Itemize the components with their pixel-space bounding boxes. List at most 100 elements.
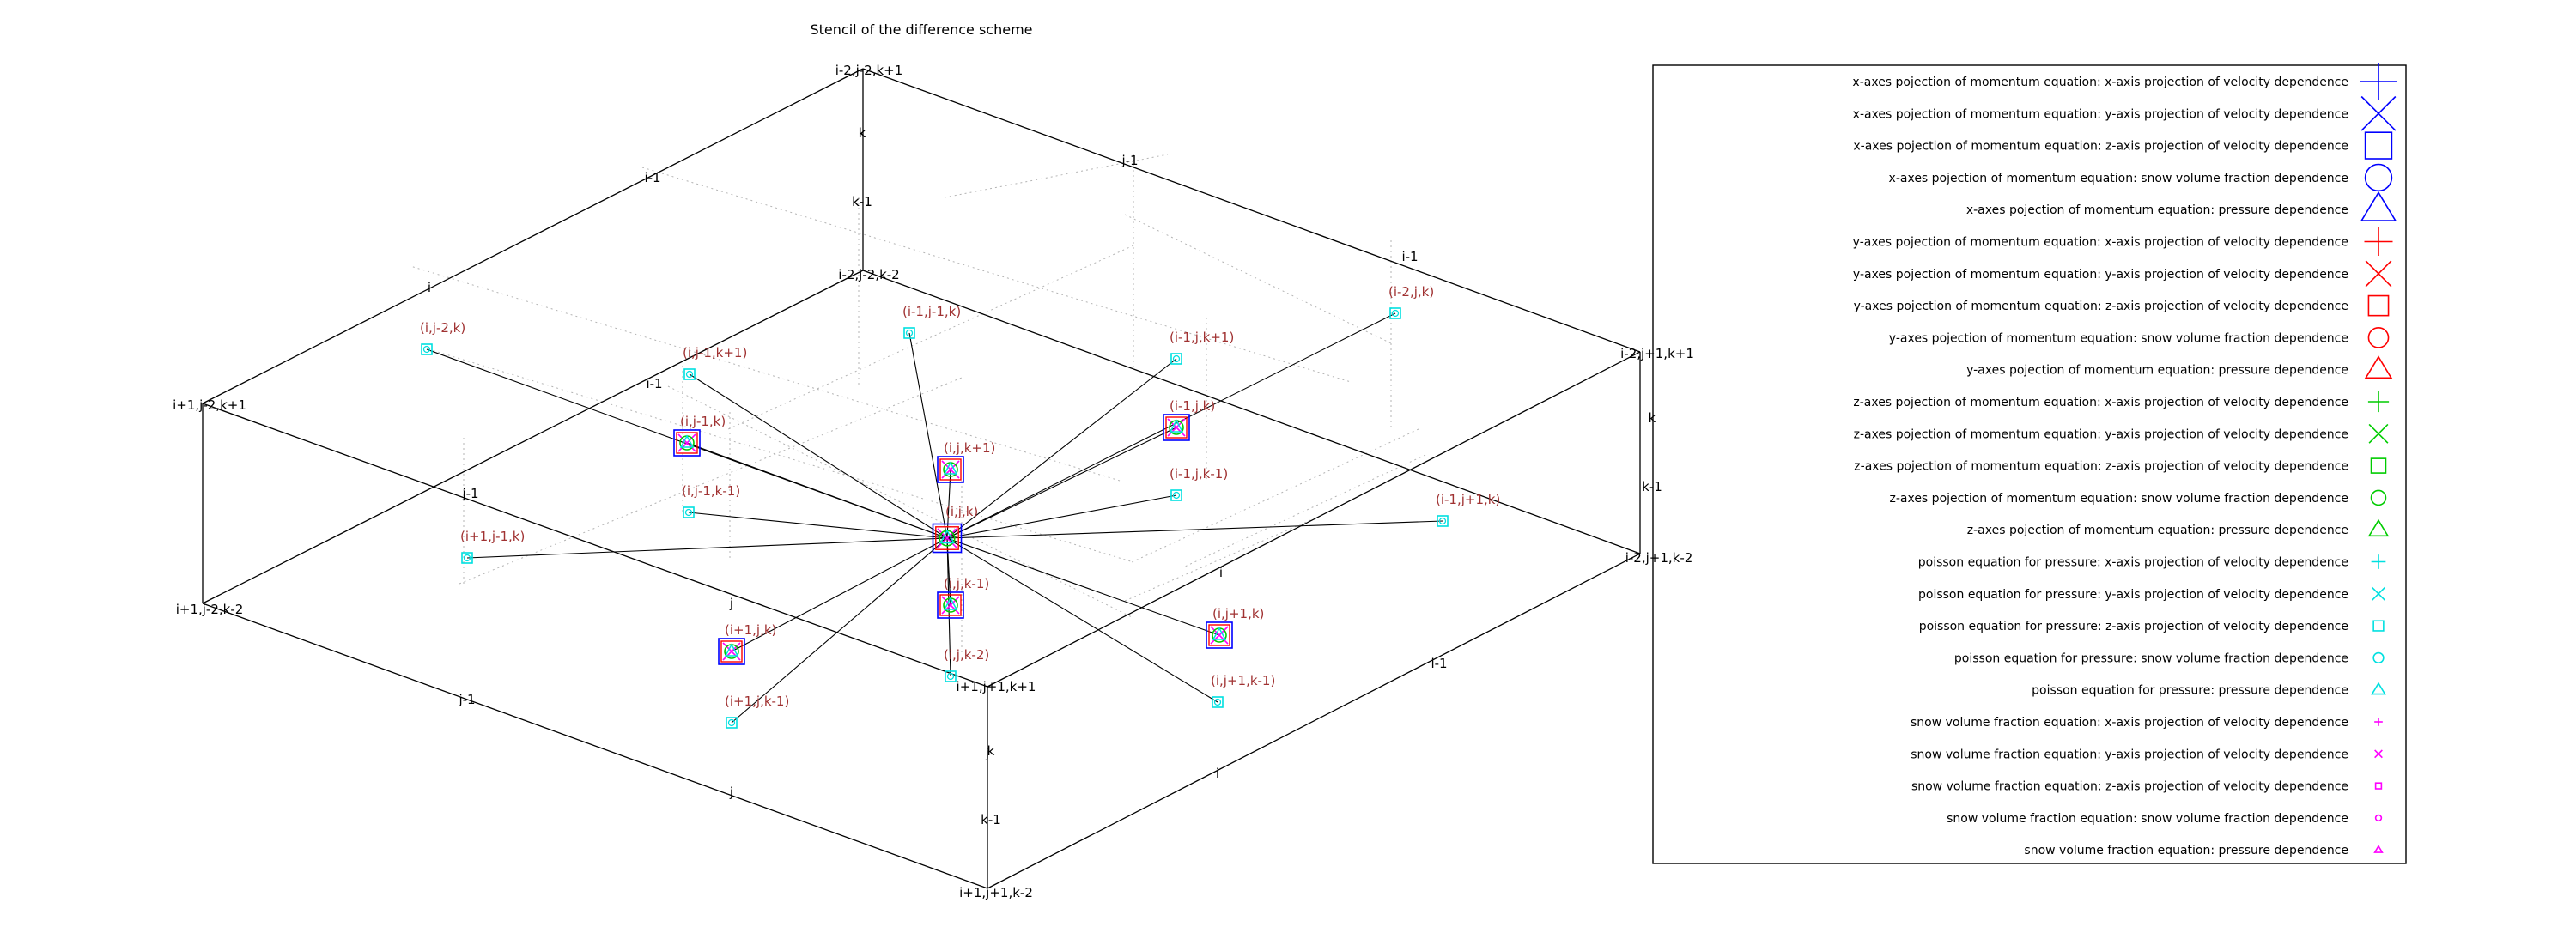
center-node: (i,j,k) — [932, 504, 978, 554]
stencil-link — [689, 373, 948, 539]
box-edge — [862, 68, 1641, 353]
legend-label: poisson equation for pressure: y-axis pr… — [1918, 588, 2348, 602]
stencil-nodes: (i,j-2,k)(i,j-1,k+1)(i,j-1,k)(i,j-1,k-1)… — [420, 284, 1500, 729]
corner-label-front_top: i+1,j+1,k+1 — [957, 679, 1036, 694]
legend-entry: poisson equation for pressure: z-axis pr… — [1919, 620, 2385, 633]
grid-line — [641, 167, 1352, 383]
grid-line — [1131, 428, 1419, 563]
stencil-link — [466, 537, 948, 559]
stencil-node-label: (i-1,j-1,k) — [902, 304, 961, 319]
grid-line — [422, 347, 1134, 563]
legend-symbol-cross — [2371, 586, 2386, 601]
stencil-node-label: (i,j+1,k-1) — [1211, 673, 1275, 688]
tick-label: i-1 — [646, 376, 662, 391]
stencil-node: (i,j-2,k) — [420, 320, 465, 355]
legend-entry: z-axes pojection of momentum equation: z… — [1854, 457, 2387, 474]
stencil-node-label: (i,j-2,k) — [420, 320, 465, 336]
stencil-node-label: (i,j,k-1) — [944, 576, 989, 591]
corner-label-bottom_left: i+1,j-2,k-2 — [176, 602, 244, 617]
stencil-node: (i,j-1,k) — [673, 414, 726, 457]
legend-label: x-axes pojection of momentum equation: p… — [1966, 203, 2348, 217]
legend-entry: y-axes pojection of momentum equation: z… — [1854, 294, 2390, 317]
grid-line — [727, 245, 1134, 430]
marker-circle — [727, 718, 736, 727]
legend-symbol-square — [2370, 457, 2387, 474]
marker-cross — [937, 528, 957, 548]
tick-label: k-1 — [1642, 479, 1662, 494]
marker-square — [939, 594, 962, 616]
marker-square — [1208, 624, 1230, 646]
center-node-label: (i,j,k) — [945, 504, 978, 519]
tick-label: j-1 — [1121, 153, 1138, 168]
legend-label: x-axes pojection of momentum equation: s… — [1889, 172, 2348, 185]
legend-label: snow volume fraction equation: snow volu… — [1947, 812, 2348, 826]
marker-square — [937, 456, 964, 483]
legend-label: snow volume fraction equation: z-axis pr… — [1911, 780, 2348, 794]
legend: x-axes pojection of momentum equation: x… — [1652, 63, 2407, 864]
marker-cross — [1210, 626, 1229, 645]
axis-ticks: i-1ij-1jkk-1j-1i-1kk-1iji-1j-1kk-1jikk-1… — [428, 125, 1662, 827]
marker-square — [1170, 489, 1182, 501]
tick-label: j-1 — [458, 692, 475, 707]
legend-entry: snow volume fraction equation: y-axis pr… — [1911, 748, 2383, 761]
grid-line — [944, 154, 1169, 198]
legend-entry: x-axes pojection of momentum equation: p… — [1966, 191, 2397, 221]
stencil-link — [946, 312, 1396, 539]
grid-line — [667, 385, 1134, 619]
legend-label: z-axes pojection of momentum equation: x… — [1853, 396, 2348, 409]
legend-label: y-axes pojection of momentum equation: y… — [1853, 268, 2348, 282]
legend-entry: x-axes pojection of momentum equation: x… — [1852, 63, 2397, 100]
stencil-node-label: (i,j-1,k) — [680, 414, 726, 429]
bounding-box: i-2,j-2,k+1i-2,j+1,k+1i+1,j-2,k+1i-2,j-2… — [173, 63, 1694, 900]
marker-square — [1163, 414, 1190, 441]
tick-label: k — [859, 125, 866, 141]
marker-triangle — [1169, 419, 1184, 433]
tick-label: i-1 — [1431, 656, 1447, 671]
legend-entry: x-axes pojection of momentum equation: y… — [1853, 95, 2397, 131]
marker-triangle — [943, 597, 958, 610]
marker-square — [720, 640, 743, 663]
stencil-node: (i,j-1,k+1) — [683, 345, 747, 380]
grid-line — [459, 377, 963, 585]
tick-label: j — [729, 785, 733, 800]
box-edge — [987, 351, 1641, 688]
grid-line — [1124, 514, 1323, 602]
legend-symbol-cross — [2374, 749, 2383, 759]
stencil-node: (i,j,k-2) — [944, 647, 989, 682]
corner-label-bottom_right: i-2,j+1,k-2 — [1625, 550, 1693, 566]
stencil-node-label: (i-1,j+1,k) — [1436, 492, 1500, 507]
marker-square — [1206, 621, 1233, 649]
tick-label: i — [1216, 766, 1219, 781]
stencil-node: (i,j,k+1) — [937, 440, 995, 483]
stencil-node: (i,j+1,k-1) — [1211, 673, 1275, 708]
legend-label: x-axes pojection of momentum equation: y… — [1853, 107, 2348, 121]
legend-entry: y-axes pojection of momentum equation: x… — [1853, 227, 2393, 256]
legend-symbol-square — [2367, 294, 2390, 317]
legend-label: y-axes pojection of momentum equation: p… — [1966, 364, 2348, 378]
box-edge — [987, 553, 1641, 889]
tick-label: j-1 — [461, 486, 478, 501]
legend-symbol-circle — [2370, 489, 2387, 506]
stencil-node: (i+1,j,k-1) — [725, 694, 789, 729]
diagram-title: Stencil of the difference scheme — [811, 21, 1033, 38]
marker-circle — [1172, 491, 1181, 500]
stencil-node: (i,j,k-1) — [937, 576, 989, 619]
stencil-node-label: (i+1,j,k-1) — [725, 694, 789, 709]
tick-label: k-1 — [852, 194, 872, 209]
legend-symbol-triangle — [2360, 191, 2397, 221]
marker-square — [683, 368, 696, 380]
marker-square — [945, 670, 957, 682]
marker-cross — [677, 433, 696, 452]
legend-entry: y-axes pojection of momentum equation: s… — [1889, 327, 2390, 348]
tick-label: k — [1649, 410, 1656, 426]
tick-label: k-1 — [981, 812, 1001, 827]
legend-entry: z-axes pojection of momentum equation: y… — [1854, 423, 2389, 444]
box-edge — [862, 270, 1641, 554]
marker-square — [932, 523, 963, 554]
stencil-link — [946, 537, 1218, 703]
marker-square — [903, 327, 915, 339]
marker-circle — [463, 554, 471, 562]
corner-label-bottom_back: i-2,j-2,k-2 — [838, 267, 899, 282]
stencil-node-label: (i-1,j,k) — [1170, 398, 1215, 414]
legend-entry: z-axes pojection of momentum equation: s… — [1889, 489, 2387, 506]
